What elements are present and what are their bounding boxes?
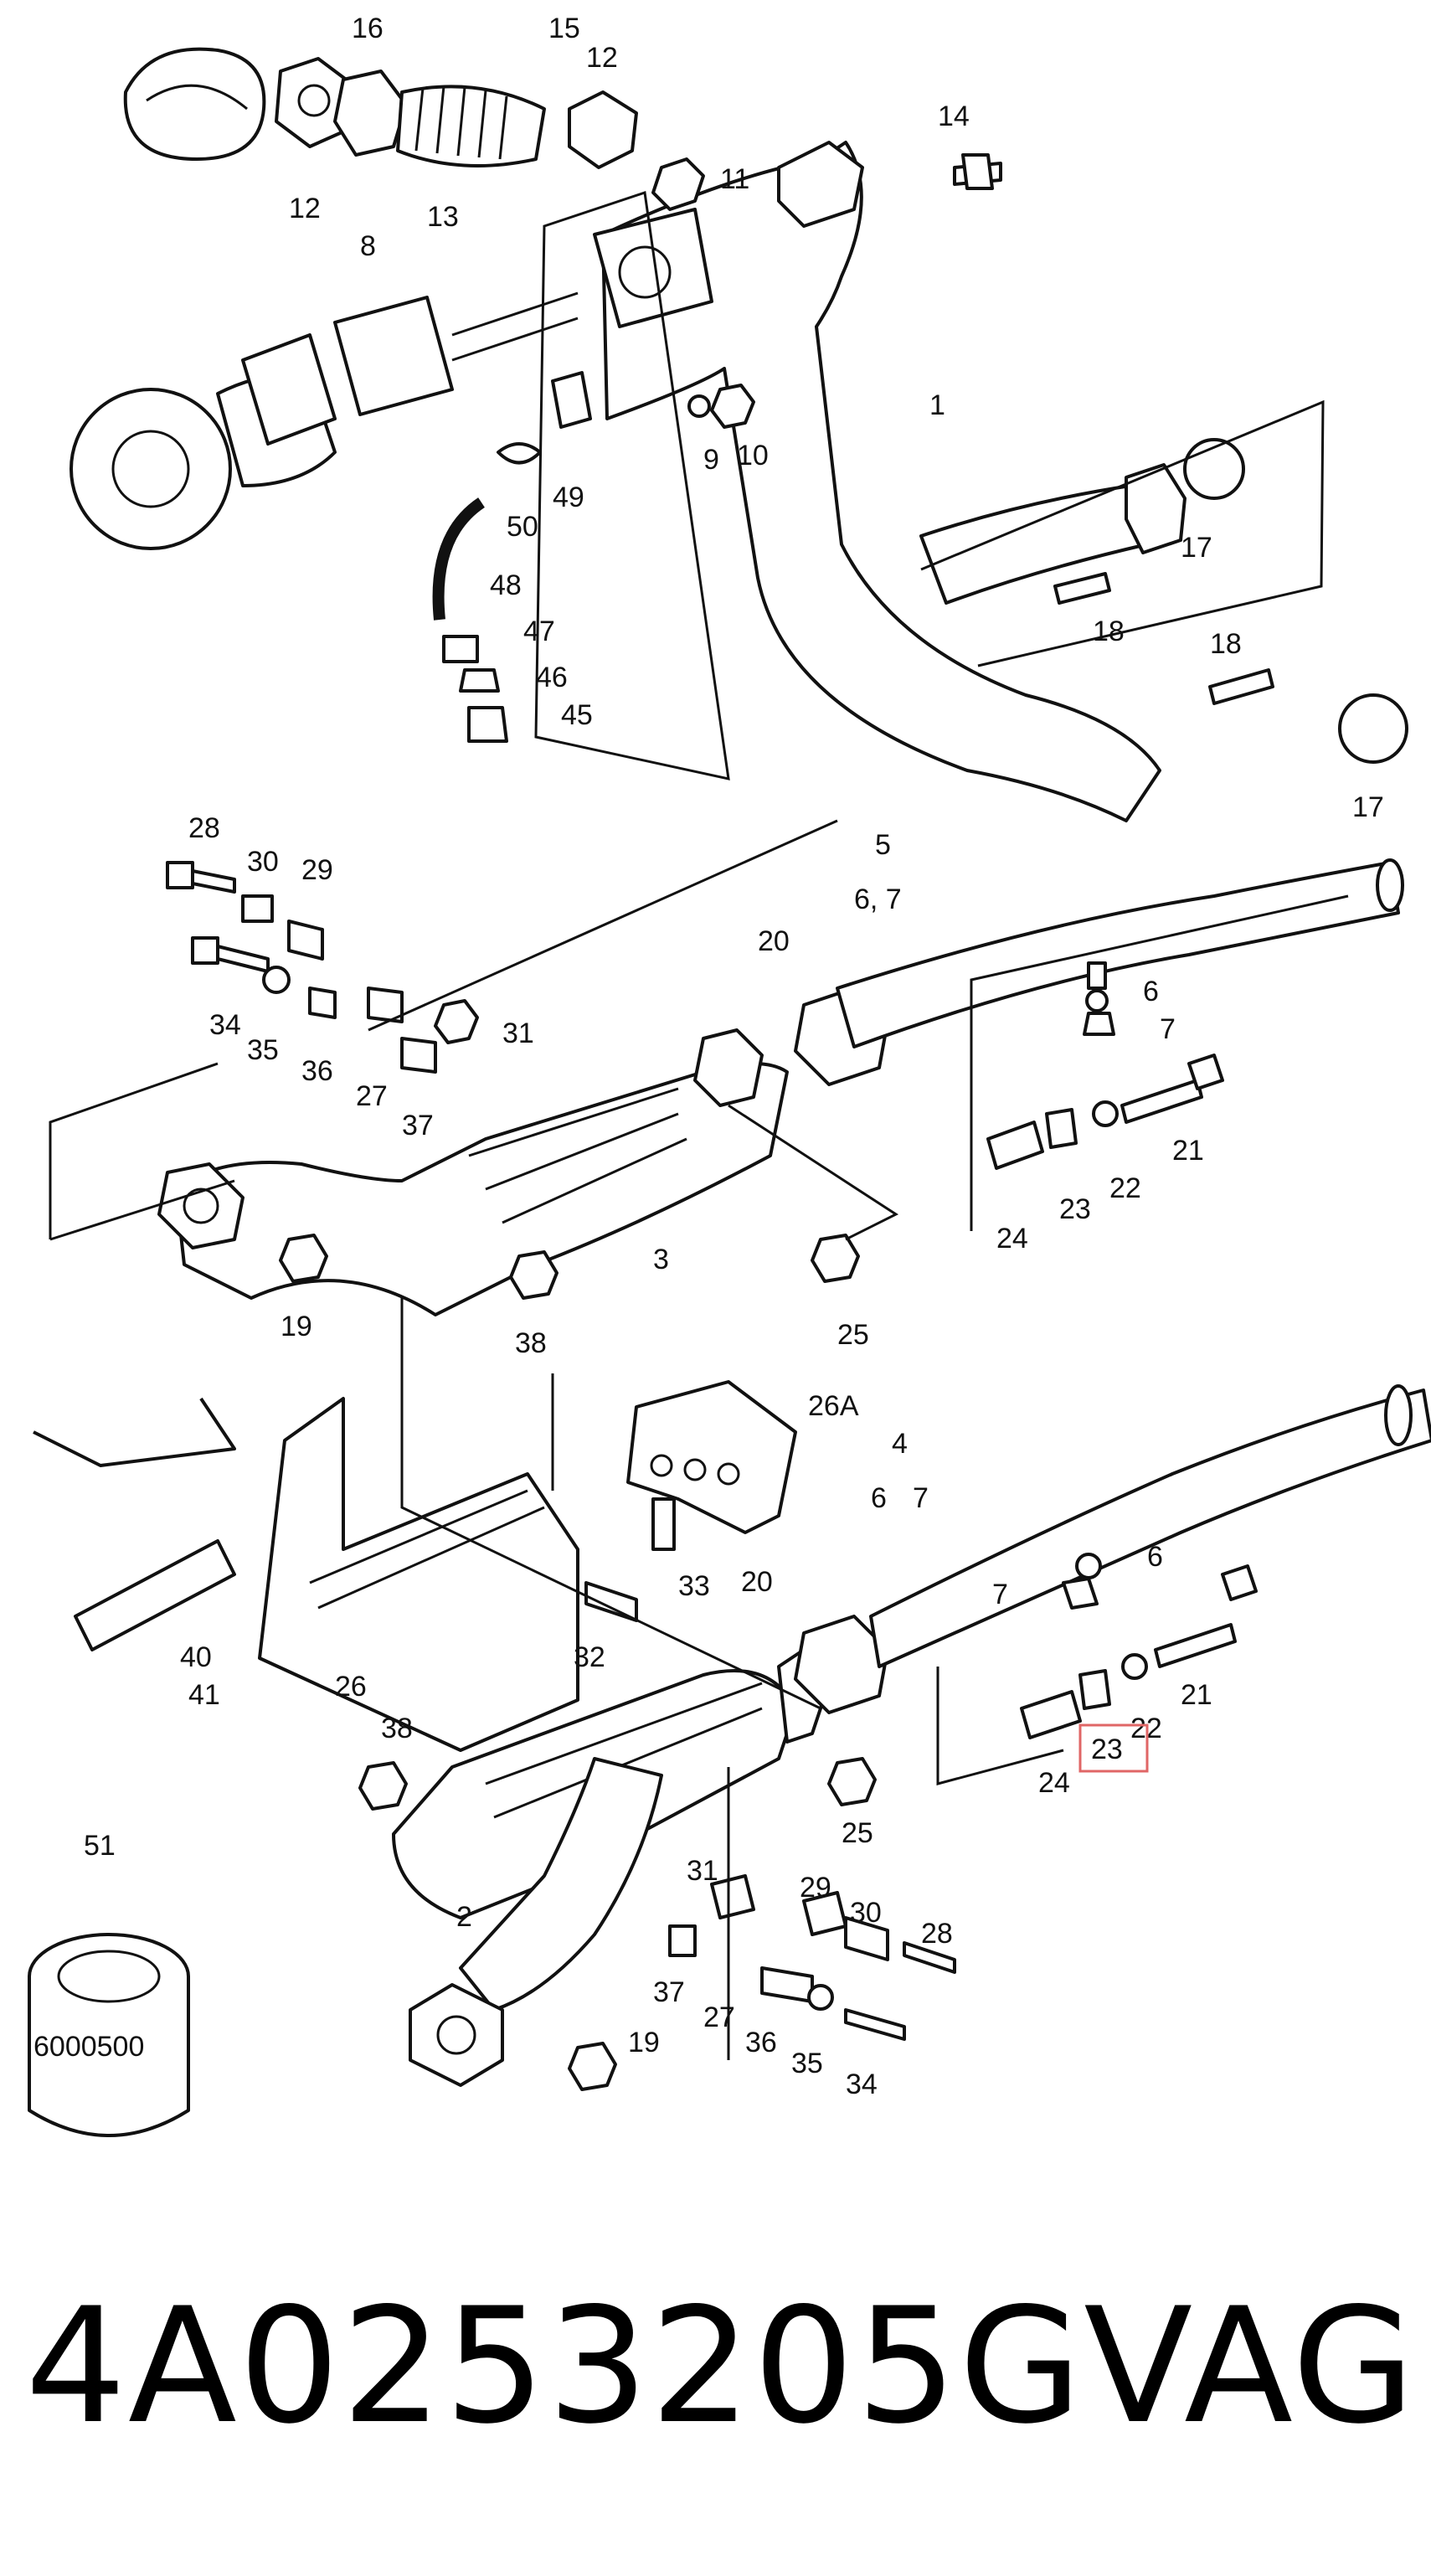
callout-6-7: 6, 7: [854, 884, 902, 915]
callout-38a: 38: [515, 1327, 547, 1359]
callout-12b: 12: [586, 42, 618, 74]
stamp-text: 6000500: [33, 2031, 144, 2063]
callout-21b: 21: [1181, 1679, 1212, 1711]
callout-6c: 6: [1147, 1541, 1163, 1573]
lower-cat-assembly: 6000500: [28, 1298, 1431, 2137]
callout-35b: 35: [791, 2048, 823, 2079]
brand-name: VAG: [1084, 2273, 1417, 2459]
callout-31: 31: [502, 1018, 534, 1049]
callout-27: 27: [356, 1080, 388, 1112]
callout-7b: 7: [913, 1482, 929, 1514]
callout-10: 10: [737, 440, 769, 471]
callout-40: 40: [180, 1641, 212, 1673]
callout-46: 46: [536, 662, 568, 693]
callout-20b: 20: [741, 1566, 773, 1598]
callout-12a: 12: [289, 193, 321, 224]
callout-30b: 30: [850, 1897, 882, 1929]
callout-34b: 34: [846, 2069, 878, 2100]
callout-36b: 36: [745, 2027, 777, 2058]
callout-19b: 19: [628, 2027, 660, 2058]
callout-25b: 25: [842, 1817, 873, 1849]
callout-27b: 27: [703, 2002, 735, 2033]
callout-24a: 24: [996, 1223, 1028, 1255]
callout-15: 15: [548, 13, 580, 44]
callout-28: 28: [188, 812, 220, 844]
callout-38b: 38: [381, 1713, 413, 1744]
callout-1: 1: [929, 389, 945, 421]
callout-28b: 28: [921, 1918, 953, 1950]
callout-26: 26: [335, 1671, 367, 1703]
callout-24b: 24: [1038, 1767, 1070, 1799]
callout-18a: 18: [1093, 616, 1125, 647]
callout-26A: 26A: [808, 1390, 859, 1422]
callout-6b: 6: [871, 1482, 887, 1514]
callout-51: 51: [84, 1830, 116, 1862]
callout-11: 11: [720, 163, 749, 195]
exhaust-parts-diagram: 6000500 16 15 12 12 13 14 11 8 1 9 10 49…: [28, 13, 1431, 2137]
callout-32: 32: [574, 1641, 605, 1673]
callout-20a: 20: [758, 925, 790, 957]
callout-13: 13: [427, 201, 459, 233]
middle-cat-assembly: [49, 819, 1404, 1316]
callout-50: 50: [507, 511, 538, 543]
highlight-box: [1078, 1723, 1149, 1773]
callout-23b-highlighted: 23: [1091, 1734, 1123, 1765]
callout-6a: 6: [1143, 976, 1159, 1007]
callout-2: 2: [456, 1901, 472, 1933]
callout-47: 47: [523, 616, 555, 647]
callout-29b: 29: [800, 1872, 831, 1904]
callout-33: 33: [678, 1570, 710, 1602]
callout-25a: 25: [837, 1319, 869, 1351]
callout-5: 5: [875, 829, 891, 861]
callout-34: 34: [209, 1009, 241, 1041]
callout-31b: 31: [687, 1855, 718, 1887]
callout-7a: 7: [1160, 1013, 1176, 1045]
callout-45: 45: [561, 699, 593, 731]
callout-17a: 17: [1181, 532, 1212, 564]
callout-3: 3: [653, 1244, 669, 1275]
callout-41: 41: [188, 1679, 220, 1711]
callout-17b: 17: [1352, 791, 1384, 823]
callout-37b: 37: [653, 1976, 685, 2008]
callout-16: 16: [352, 13, 383, 44]
callout-9: 9: [703, 444, 719, 476]
callout-23a: 23: [1059, 1193, 1091, 1225]
callout-48: 48: [490, 569, 522, 601]
callout-35: 35: [247, 1034, 279, 1066]
callout-18b: 18: [1210, 628, 1242, 660]
callout-22a: 22: [1109, 1172, 1141, 1204]
caption: 4A0253205G VAG: [25, 2257, 1415, 2475]
downpipe-assembly: [69, 47, 1408, 822]
callout-37: 37: [402, 1110, 434, 1141]
callout-49: 49: [553, 482, 584, 513]
callout-7c: 7: [992, 1579, 1008, 1610]
callout-14: 14: [938, 100, 970, 132]
callout-4: 4: [892, 1428, 908, 1460]
callout-30: 30: [247, 846, 279, 878]
callout-21a: 21: [1172, 1135, 1204, 1167]
callout-labels: 16 15 12 12 13 14 11 8 1 9 10 49 50 48 4…: [84, 13, 1384, 2100]
callout-29: 29: [301, 854, 333, 886]
part-number: 4A0253205G: [25, 2273, 1084, 2459]
callout-36: 36: [301, 1055, 333, 1087]
callout-8: 8: [360, 230, 376, 262]
callout-19a: 19: [281, 1311, 312, 1342]
